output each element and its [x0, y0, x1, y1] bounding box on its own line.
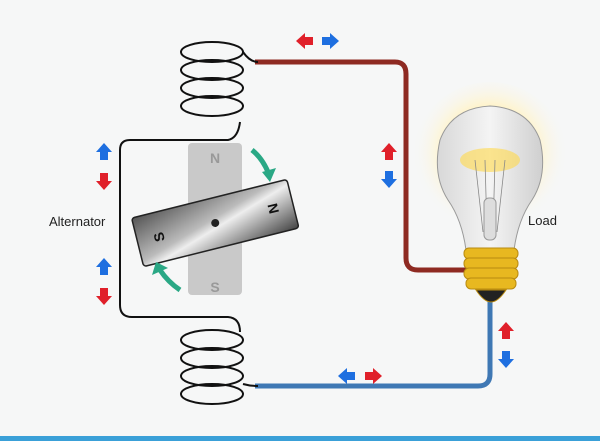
- arrow-up-blue-icon: [96, 258, 112, 275]
- arrow-left-blue-icon: [338, 368, 355, 384]
- arrow-down-blue-icon: [498, 351, 514, 368]
- arrow-up-red-icon: [381, 143, 397, 160]
- rotation-arrow-top-icon: [250, 148, 271, 174]
- arrow-down-blue-icon: [381, 171, 397, 188]
- arrow-down-red-icon: [96, 173, 112, 190]
- negative-wire: [255, 300, 493, 389]
- load-label: Load: [528, 213, 557, 228]
- top-coil: [180, 41, 259, 117]
- bottom-border: [0, 436, 600, 441]
- bulb-base: [463, 247, 519, 303]
- arrow-left-red-icon: [296, 33, 313, 49]
- bottom-coil: [180, 329, 259, 405]
- current-arrows: [96, 33, 514, 384]
- arrow-up-red-icon: [498, 322, 514, 339]
- bulb-glass: [436, 105, 544, 251]
- alternator-wire: [119, 121, 241, 333]
- stator-north-label: N: [210, 150, 220, 166]
- rotor-south-label: S: [150, 231, 168, 244]
- alternator-label: Alternator: [49, 214, 106, 229]
- stator-south-label: S: [210, 279, 219, 295]
- rotation-arrow-bottom-icon: [157, 268, 182, 293]
- rotor-north-label: N: [264, 202, 282, 216]
- arrow-down-red-icon: [96, 288, 112, 305]
- rotor-magnet: S N: [131, 179, 300, 267]
- positive-wire: [255, 59, 468, 273]
- arrow-right-red-icon: [365, 368, 382, 384]
- arrow-up-blue-icon: [96, 143, 112, 160]
- arrow-right-blue-icon: [322, 33, 339, 49]
